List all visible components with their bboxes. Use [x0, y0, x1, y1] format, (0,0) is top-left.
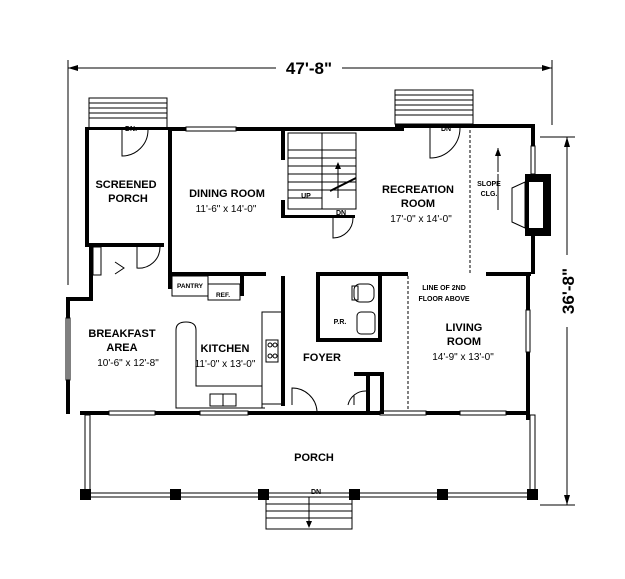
kitchen-size: 11'-0" x 13'-0"	[195, 359, 256, 370]
recreation-dn-label: DN	[441, 126, 451, 133]
breakfast-area-label-2: AREA	[106, 342, 137, 354]
stair-dn-label: DN	[336, 210, 346, 217]
screened-porch-label-1: SCREENED	[95, 179, 156, 191]
powder-room-label: P.R.	[334, 319, 347, 326]
recreation-room-size: 17'-0" x 14'-0"	[390, 214, 452, 225]
windows	[65, 126, 536, 416]
stair	[287, 132, 357, 210]
recreation-room-steps	[394, 89, 474, 125]
width-dimension	[67, 58, 553, 285]
living-room-size: 14'-9" x 13'-0"	[432, 352, 494, 363]
dining-room-label: DINING ROOM	[189, 188, 265, 200]
stair-up-label: UP	[301, 193, 311, 200]
kitchen-label: KITCHEN	[201, 343, 250, 355]
ref-label: REF.	[216, 292, 230, 299]
breakfast-area-label-1: BREAKFAST	[88, 328, 156, 340]
second-floor-label-1: LINE OF 2ND	[422, 285, 466, 292]
breakfast-area-size: 10'-6" x 12'-8"	[97, 358, 159, 369]
pantry-ref	[171, 275, 244, 301]
fireplace	[495, 148, 551, 236]
powder-room-fixtures	[351, 283, 376, 335]
doors	[121, 127, 461, 412]
exterior-walls	[66, 124, 535, 420]
slope-label-2: CLG.	[481, 191, 498, 198]
slope-label-1: SLOPE	[477, 181, 501, 188]
recreation-room-label-1: RECREATION	[382, 184, 454, 196]
entry-closet	[92, 246, 125, 276]
depth-label: 36'-8"	[559, 268, 578, 314]
screened-porch-label-2: PORCH	[108, 193, 148, 205]
kitchen-counters	[175, 311, 283, 409]
pantry-label: PANTRY	[177, 283, 204, 290]
porch-dn-label: DN	[311, 489, 321, 496]
second-floor-label-2: FLOOR ABOVE	[418, 296, 469, 303]
porch-label: PORCH	[294, 452, 334, 464]
recreation-room-label-2: ROOM	[401, 198, 435, 210]
screened-porch-steps	[88, 97, 168, 129]
depth-dimension	[540, 136, 577, 506]
foyer-label: FOYER	[303, 352, 341, 364]
width-label: 47'-8"	[286, 59, 332, 78]
interior-walls	[168, 127, 531, 414]
front-porch	[80, 414, 538, 530]
living-room-label-2: ROOM	[447, 336, 481, 348]
living-room-label-1: LIVING	[446, 322, 483, 334]
second-floor-line	[407, 130, 471, 410]
dining-room-size: 11'-6" x 14'-0"	[196, 204, 257, 215]
screened-porch-dn-label: DN.	[125, 126, 137, 133]
